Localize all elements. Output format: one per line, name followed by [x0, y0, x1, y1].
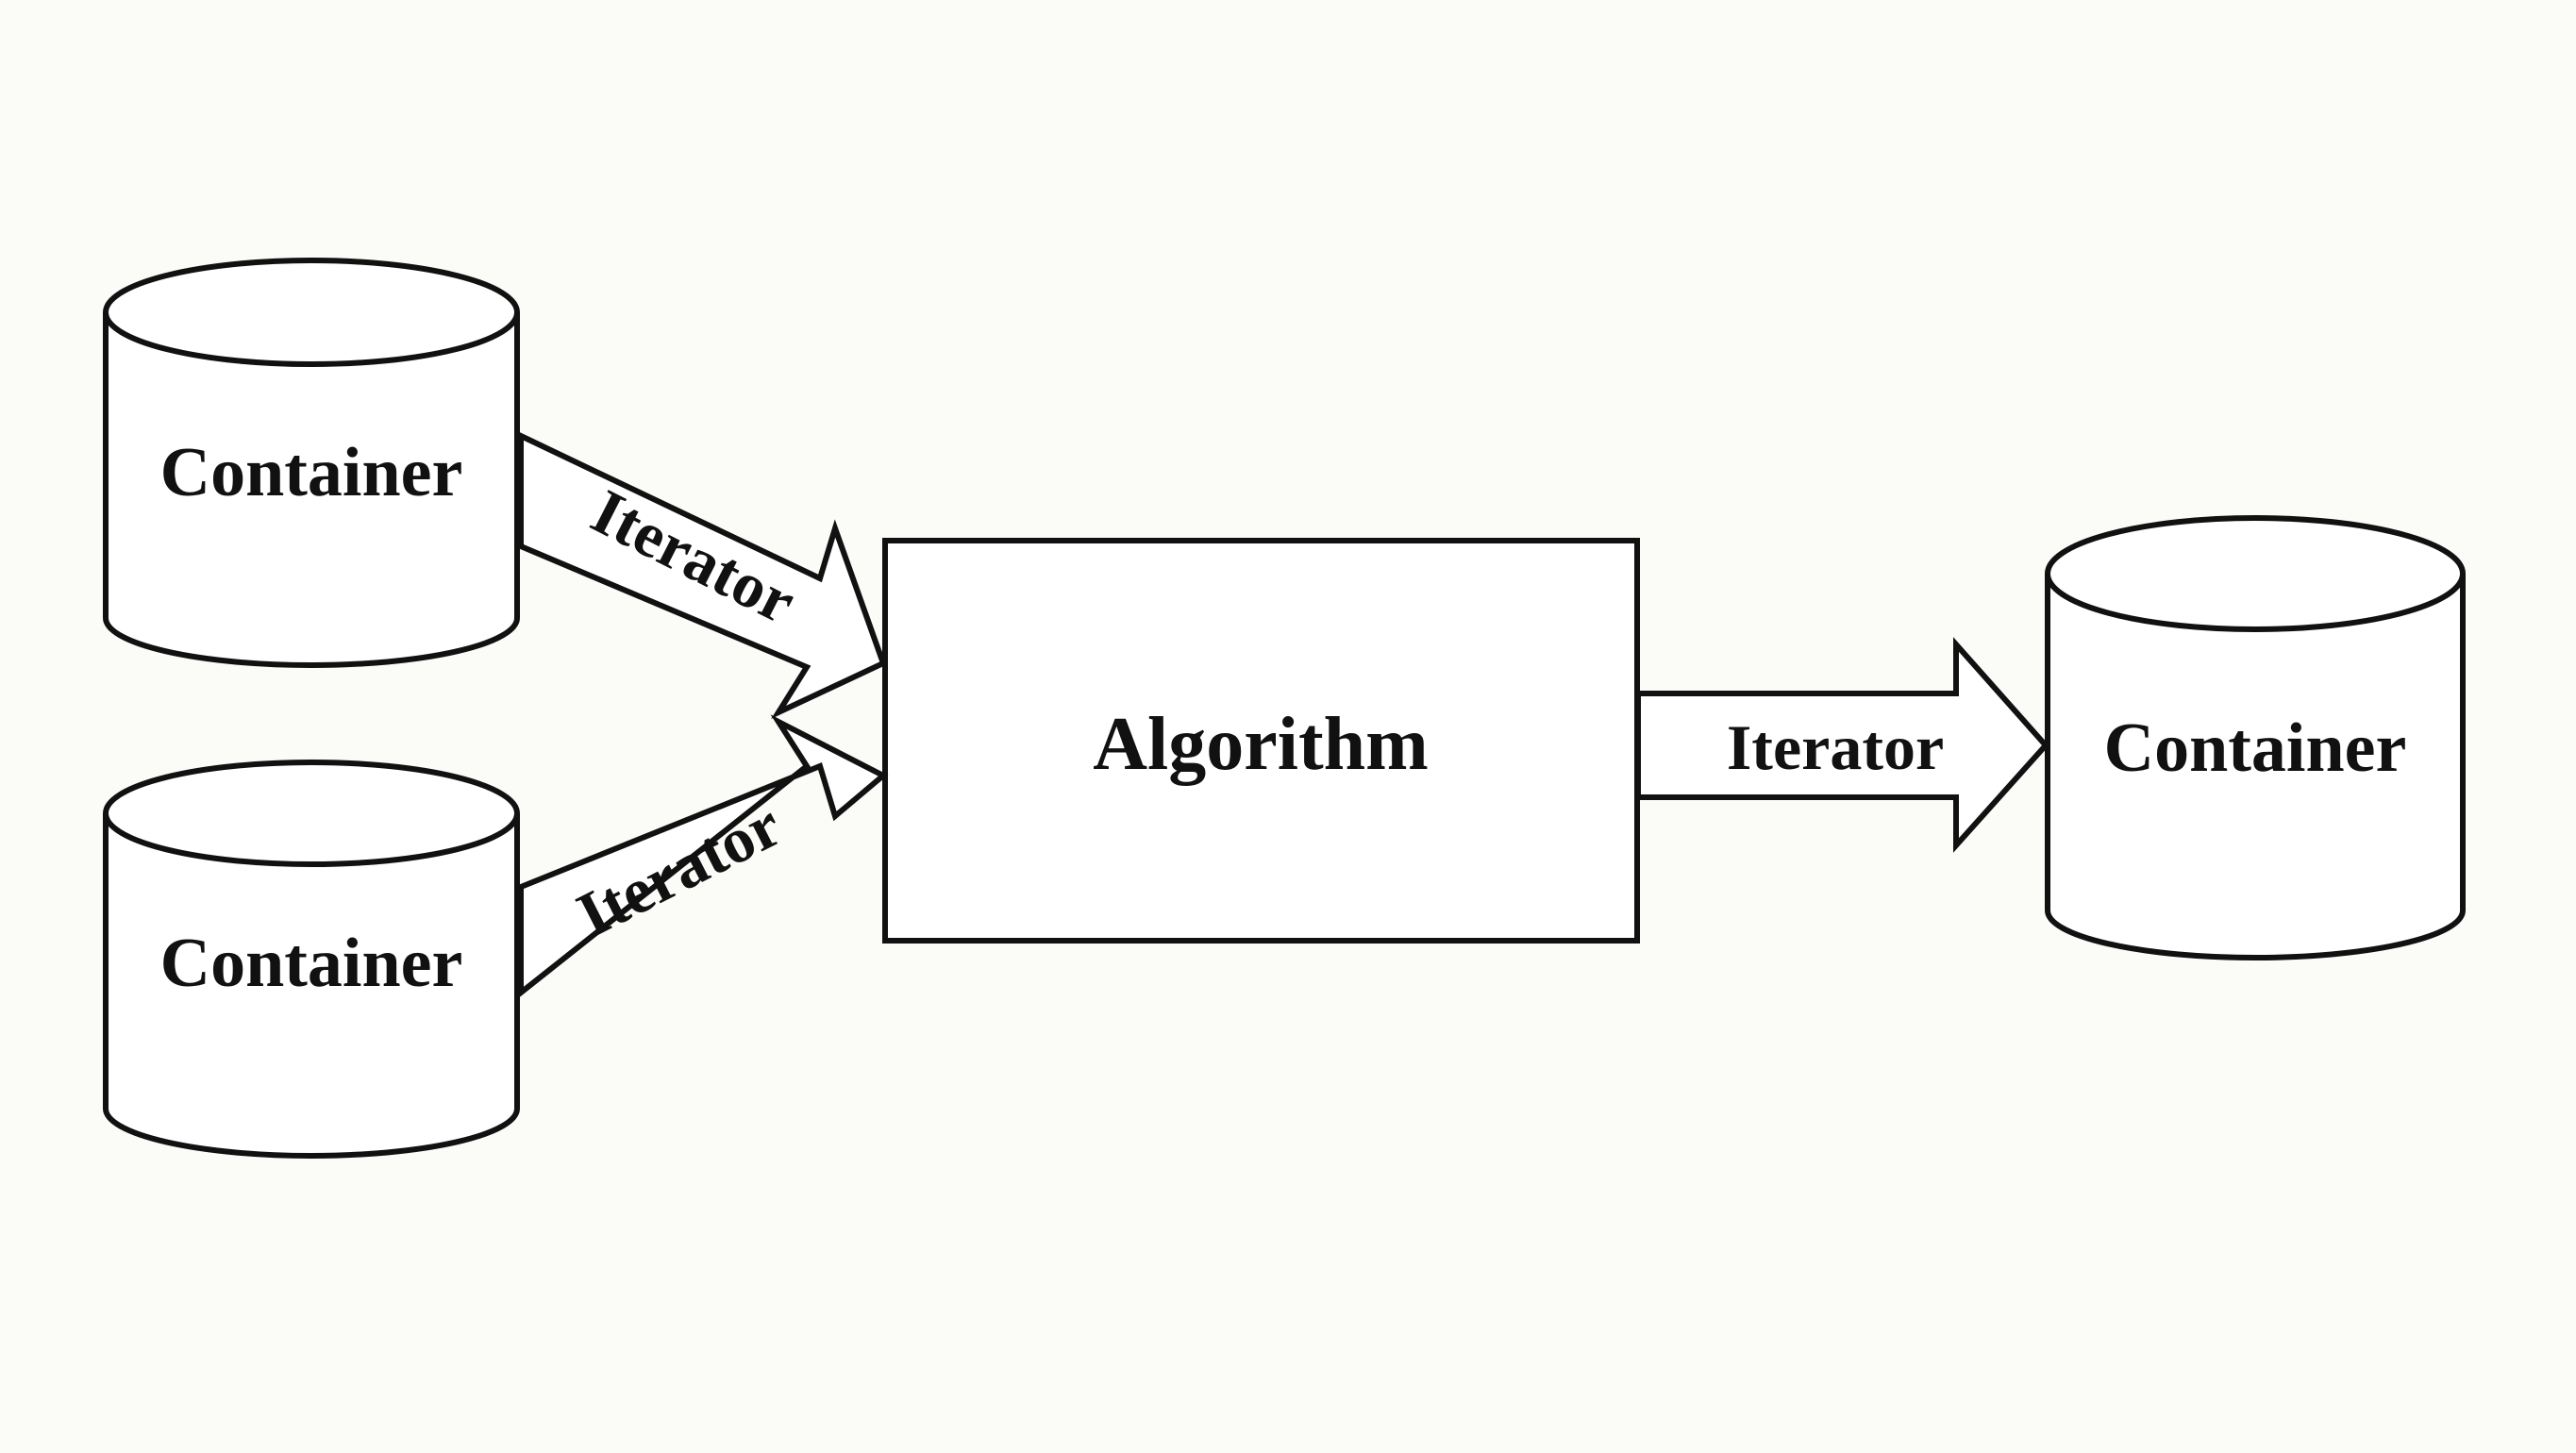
container-label: Container	[160, 925, 463, 1002]
algorithm-label: Algorithm	[1093, 703, 1429, 786]
iterator-arrow-right: Iterator	[1635, 637, 2050, 853]
container-right: Container	[2045, 515, 2466, 960]
arrow-shape	[518, 431, 887, 720]
cylinder-top	[103, 258, 520, 367]
container-top-left: Container	[103, 258, 520, 668]
cylinder-top	[2045, 515, 2466, 632]
cylinder-body	[103, 312, 520, 668]
cylinder-body	[2045, 574, 2466, 960]
iterator-label: Iterator	[1727, 711, 1944, 783]
iterator-label: Iterator	[566, 788, 793, 950]
container-bottom-left: Container	[103, 760, 520, 1159]
container-label: Container	[160, 434, 463, 511]
cylinder-body	[103, 813, 520, 1159]
algorithm-rect	[882, 538, 1640, 944]
container-label: Container	[2104, 710, 2407, 787]
arrow-shape	[1635, 637, 2050, 853]
iterator-arrow-bottom: Iterator	[518, 714, 889, 999]
iterator-arrow-top: Iterator	[518, 431, 887, 720]
arrow-shape	[518, 714, 889, 999]
cylinder-top	[103, 760, 520, 867]
algorithm-box: Algorithm	[882, 538, 1640, 944]
